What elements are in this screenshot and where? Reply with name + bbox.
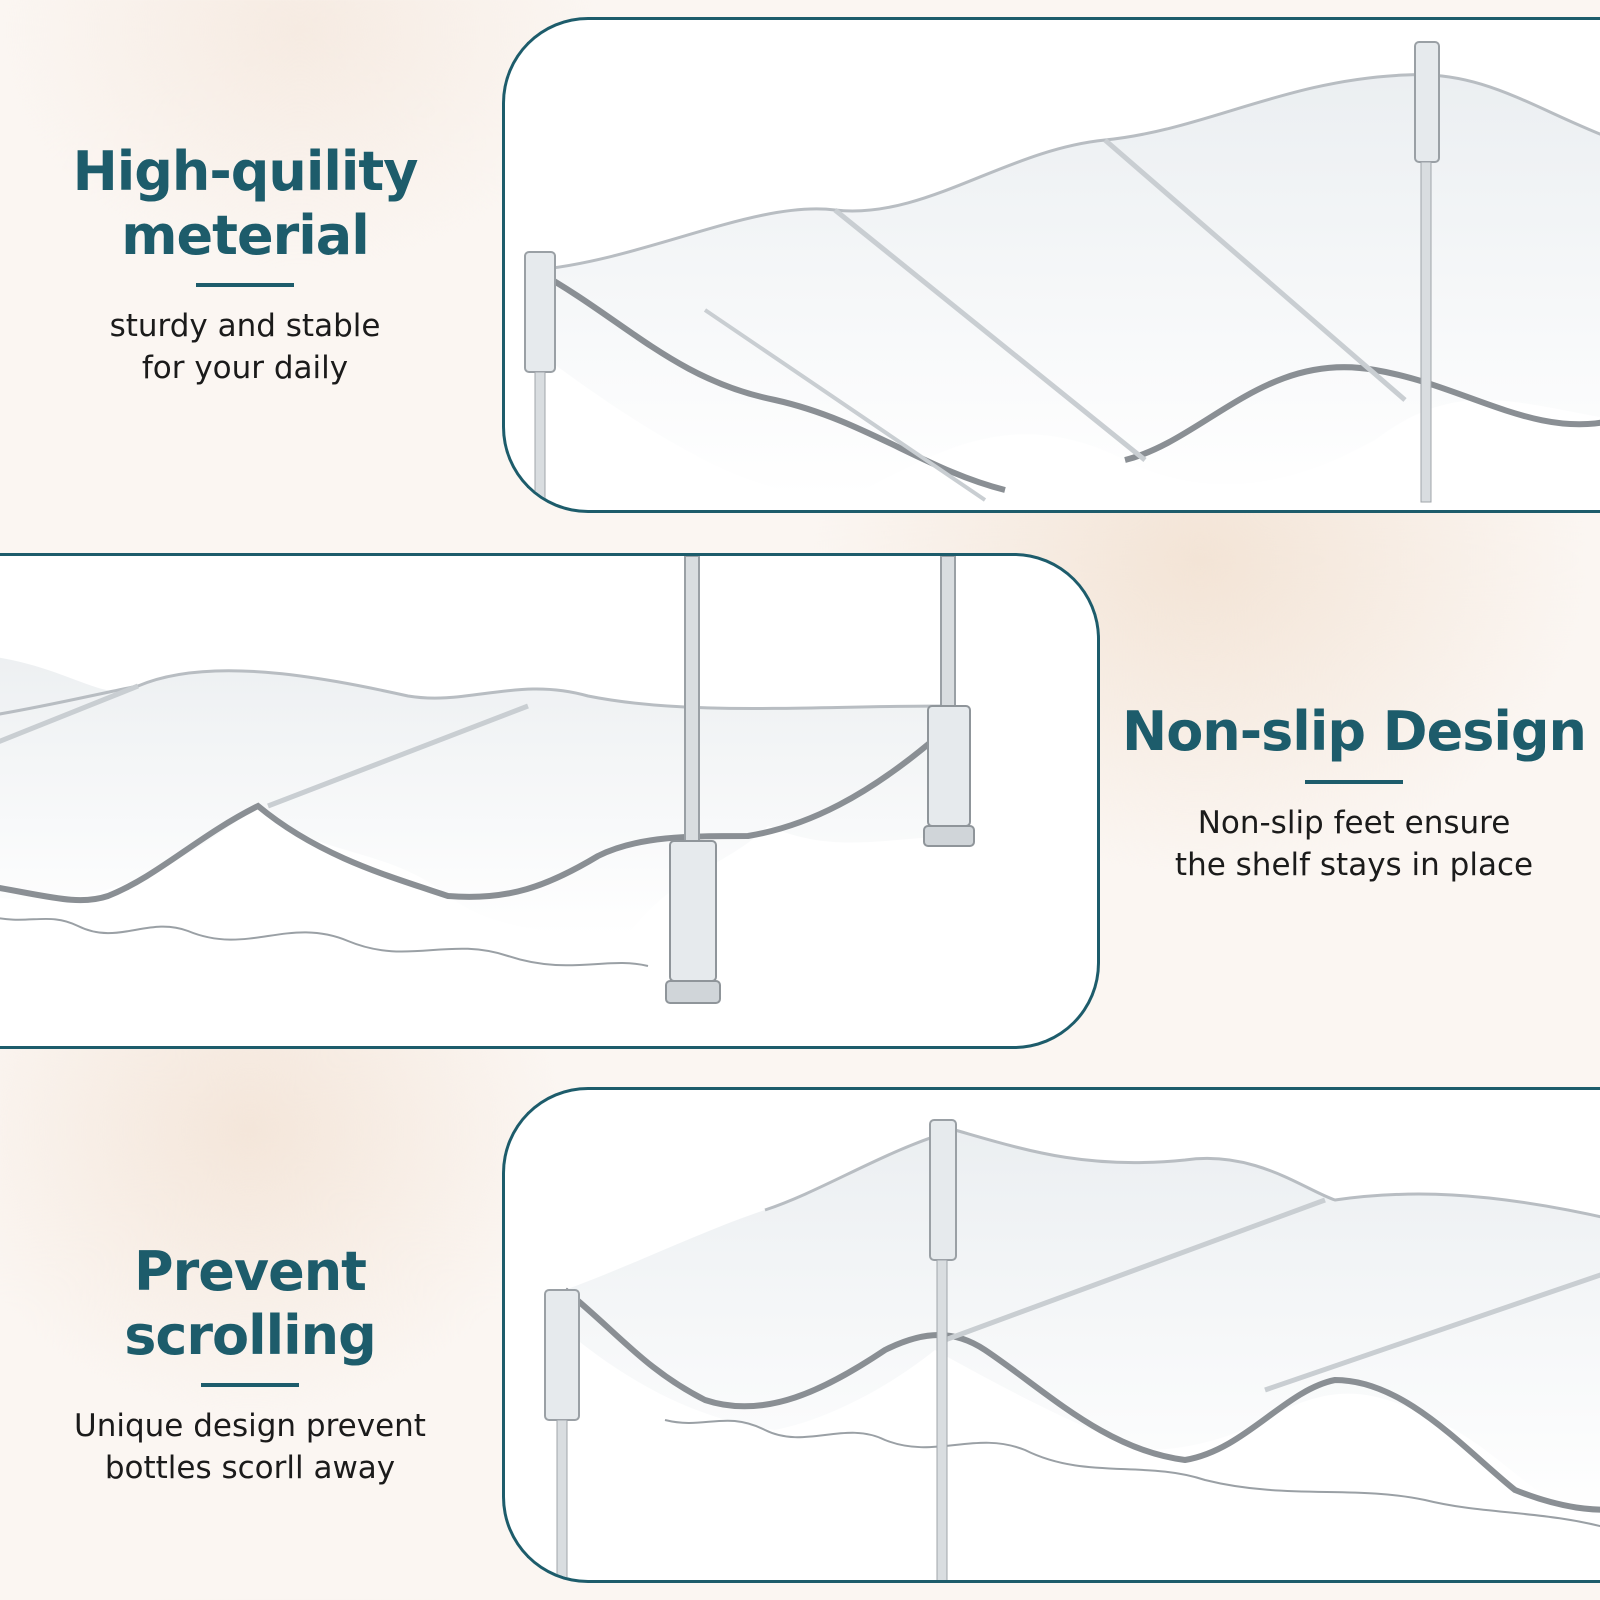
divider <box>196 283 294 288</box>
feature-desc-line1: Unique design prevent <box>74 1408 426 1445</box>
feature-desc-line2: the shelf stays in place <box>1174 846 1534 883</box>
feature-desc-line1: sturdy and stable <box>109 308 381 345</box>
feature-title: High-quility meterial <box>40 140 450 267</box>
wine-rack-feet-illustration <box>0 556 975 1004</box>
feature-high-quality-material: High-quility meterial sturdy and stable … <box>40 140 450 389</box>
divider <box>1305 779 1403 784</box>
feature-title: Prevent scrolling <box>124 1240 377 1367</box>
feature-desc-line2: for your daily <box>141 350 349 387</box>
feature-prevent-scrolling: Prevent scrolling Unique design prevent … <box>0 1240 500 1489</box>
feature-description: sturdy and stable for your daily <box>40 305 450 389</box>
feature-title: Non-slip Design <box>1122 700 1587 763</box>
divider <box>201 1383 299 1388</box>
feature-desc-line1: Non-slip feet ensure <box>1197 804 1511 841</box>
wine-rack-closeup-illustration <box>524 41 1600 510</box>
feature-title-line1: High-quility <box>72 140 419 203</box>
wine-rack-wave-illustration <box>544 1119 1600 1580</box>
product-image-panel-top <box>502 17 1600 513</box>
feature-non-slip-design: Non-slip Design Non-slip feet ensure the… <box>1104 700 1600 886</box>
feature-title-line2: meterial <box>121 203 369 267</box>
feature-desc-line2: bottles scorll away <box>104 1450 396 1487</box>
feature-description: Unique design prevent bottles scorll awa… <box>0 1405 500 1489</box>
feature-description: Non-slip feet ensure the shelf stays in … <box>1104 802 1600 886</box>
product-image-panel-bottom <box>502 1087 1600 1583</box>
product-image-panel-middle <box>0 553 1100 1049</box>
